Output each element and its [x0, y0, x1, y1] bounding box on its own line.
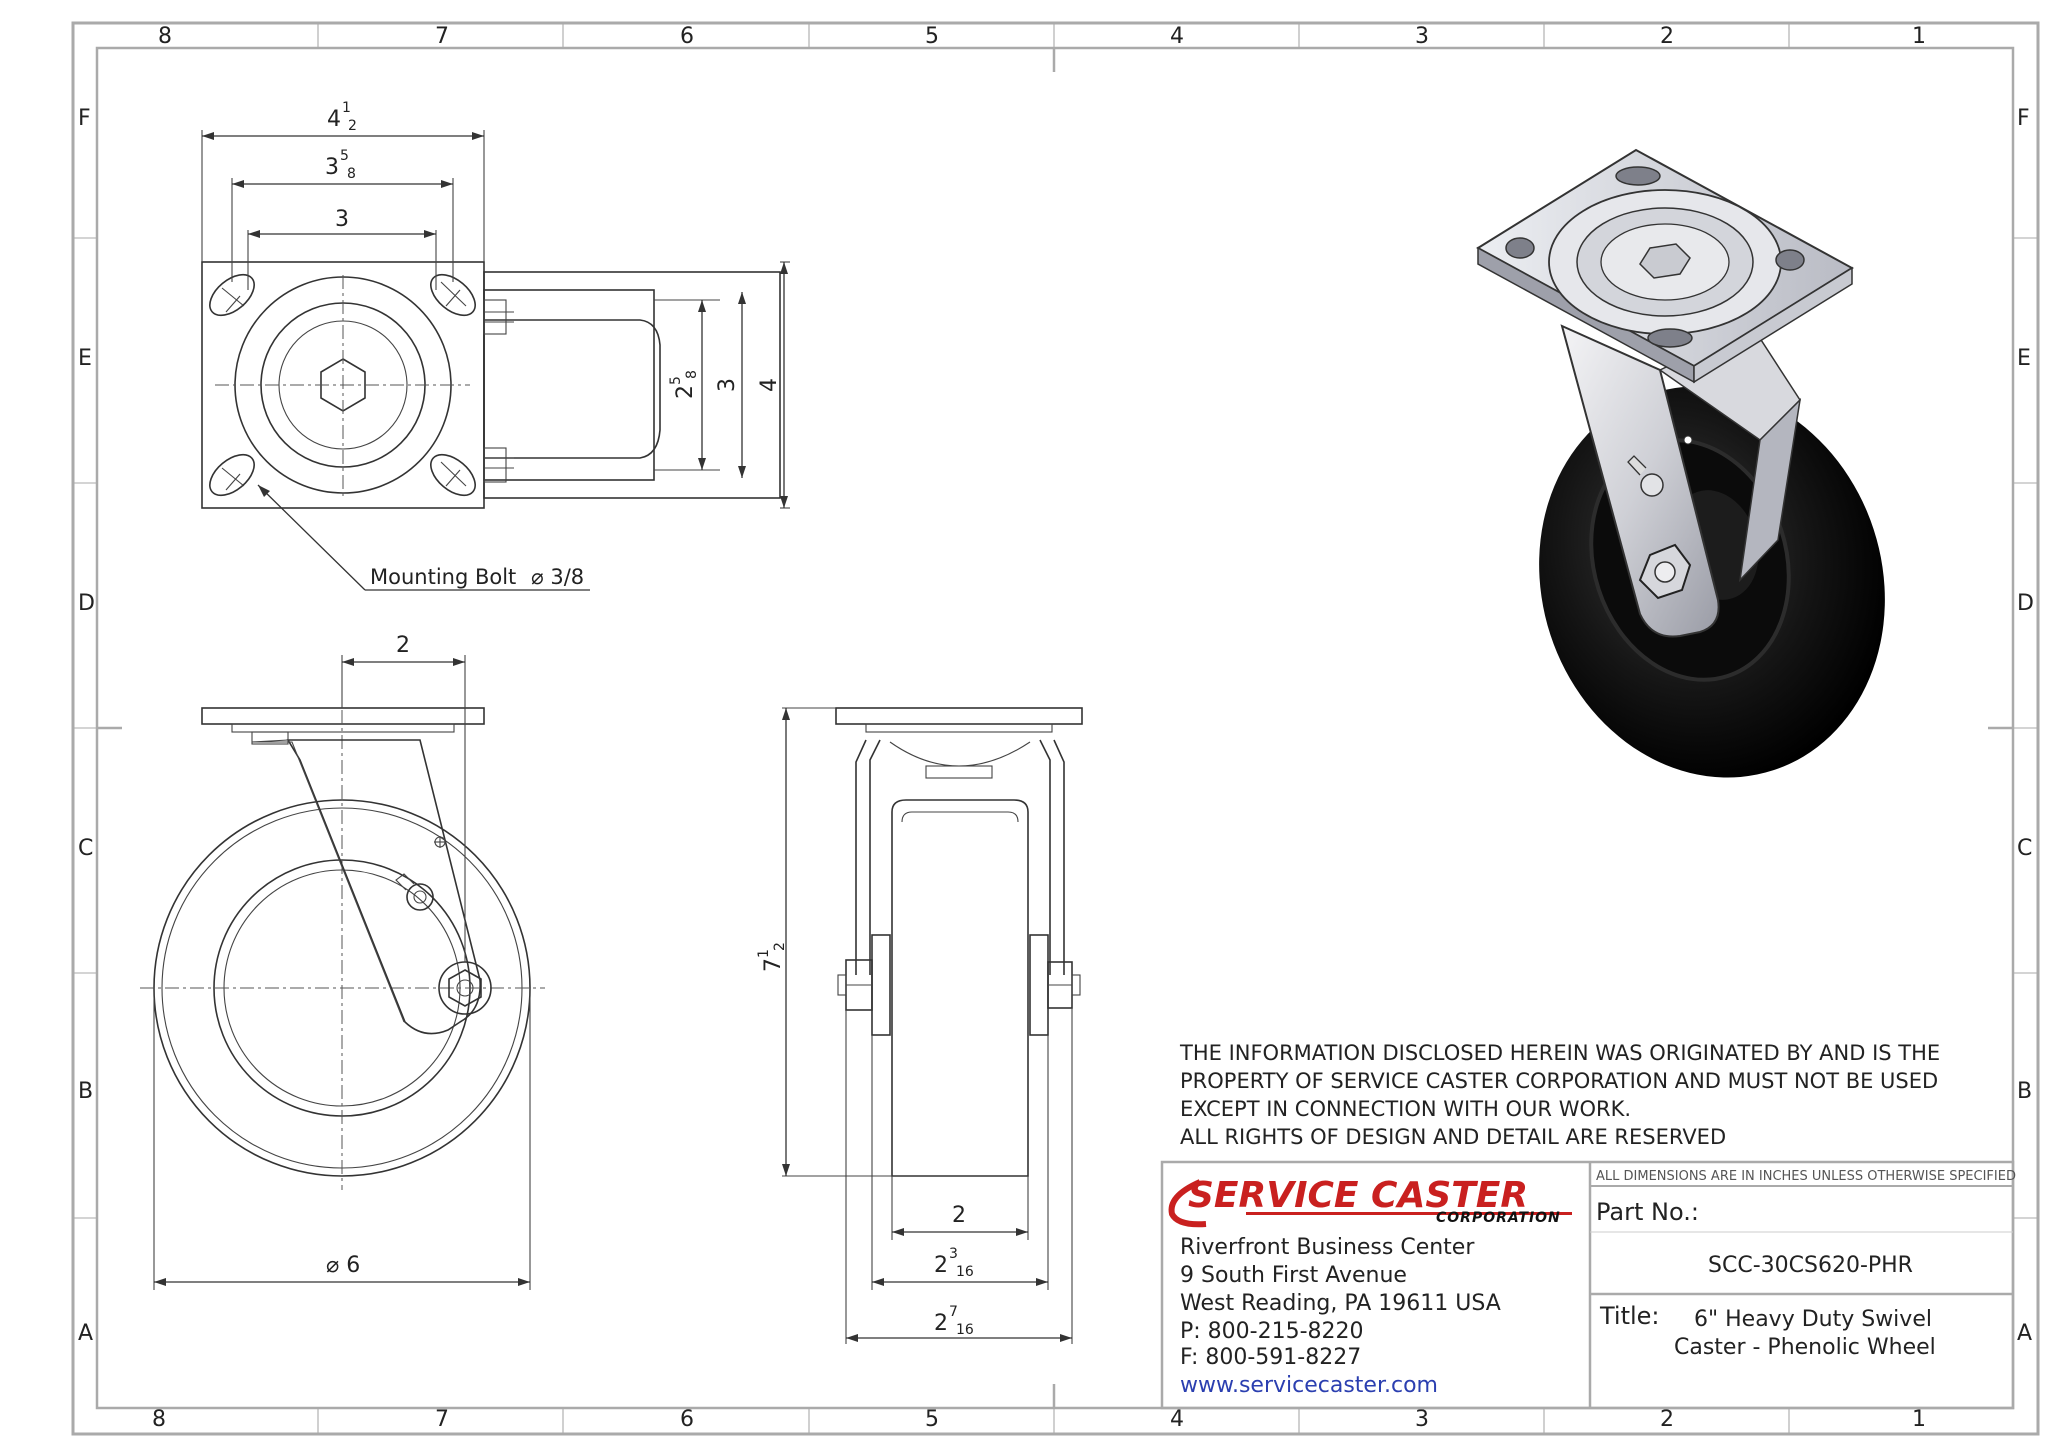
- address-line-1: Riverfront Business Center: [1180, 1235, 1475, 1260]
- dim-offset: 2: [396, 633, 410, 658]
- zone-row-F-right: F: [2017, 106, 2030, 131]
- zone-col-8-top: 8: [158, 24, 172, 49]
- address-line-2: 9 South First Avenue: [1180, 1263, 1407, 1288]
- front-view: 7 1 2 2 2 3 16 2 7 16: [756, 707, 1083, 1344]
- zone-row-B-right: B: [2017, 1079, 2032, 1104]
- dim-bolt-outer-den: 8: [347, 166, 356, 182]
- phone-number: P: 800-215-8220: [1180, 1319, 1364, 1344]
- dim-hub1-den: 16: [956, 1264, 974, 1280]
- zone-col-4-top: 4: [1170, 24, 1184, 49]
- zone-row-D-right: D: [2017, 591, 2034, 616]
- dim-plate-width-whole: 4: [327, 107, 341, 132]
- logo-brand-main: SERVICE CASTER: [1188, 1175, 1528, 1216]
- title-line-1: 6" Heavy Duty Swivel: [1694, 1307, 1932, 1332]
- logo-brand-sub: CORPORATION: [1436, 1210, 1561, 1226]
- dim-frame-inner-whole: 2: [673, 385, 698, 399]
- zone-row-E-right: E: [2017, 346, 2031, 371]
- dim-frame-3: 3: [715, 378, 740, 392]
- dim-plate-width-num: 1: [342, 100, 351, 116]
- dim-bolt-outer-num: 5: [340, 148, 349, 164]
- zone-row-F-left: F: [78, 106, 91, 131]
- zone-row-D-left: D: [78, 591, 95, 616]
- zone-row-C-right: C: [2017, 836, 2032, 861]
- fax-number: F: 800-591-8227: [1180, 1345, 1361, 1370]
- zone-row-A-left: A: [78, 1321, 93, 1346]
- dim-hub2-num: 7: [949, 1304, 958, 1320]
- dim-hub2-den: 16: [956, 1322, 974, 1338]
- dim-hub2-whole: 2: [934, 1311, 948, 1336]
- disclaimer: THE INFORMATION DISCLOSED HEREIN WAS ORI…: [1179, 1041, 1940, 1149]
- dim-height-den: 2: [772, 942, 788, 951]
- dim-frame-inner-den: 8: [684, 370, 700, 379]
- address-line-3: West Reading, PA 19611 USA: [1180, 1291, 1501, 1316]
- zone-col-3-bottom: 3: [1415, 1407, 1429, 1432]
- part-no-label: Part No.:: [1596, 1198, 1699, 1226]
- units-note: ALL DIMENSIONS ARE IN INCHES UNLESS OTHE…: [1596, 1169, 2016, 1184]
- zone-row-E-left: E: [78, 346, 92, 371]
- dim-wheel-diameter: ⌀ 6: [326, 1253, 360, 1278]
- zone-row-C-left: C: [78, 836, 93, 861]
- dim-tread: 2: [952, 1203, 966, 1228]
- mounting-bolt-diameter-symbol: ⌀: [531, 565, 544, 589]
- zone-col-6-bottom: 6: [680, 1407, 694, 1432]
- disclaimer-line-2: PROPERTY OF SERVICE CASTER CORPORATION A…: [1180, 1069, 1938, 1093]
- title-label: Title:: [1599, 1302, 1660, 1330]
- dim-bolt-outer-whole: 3: [325, 155, 339, 180]
- dim-plate-height: 4: [757, 378, 782, 392]
- dim-height-whole: 7: [761, 958, 786, 972]
- zone-col-7-bottom: 7: [435, 1407, 449, 1432]
- zone-row-B-left: B: [78, 1079, 93, 1104]
- dim-hub1-whole: 2: [934, 1253, 948, 1278]
- mounting-bolt-text: Mounting Bolt: [370, 565, 516, 589]
- side-view: 2 ⌀ 6: [140, 633, 545, 1290]
- mounting-bolt-size: 3/8: [550, 565, 584, 589]
- dim-plate-width-den: 2: [348, 118, 357, 134]
- website-link[interactable]: www.servicecaster.com: [1180, 1373, 1438, 1398]
- zone-col-2-top: 2: [1660, 24, 1674, 49]
- dim-wheel-diameter-value: 6: [346, 1253, 360, 1278]
- dim-wheel-diameter-symbol: ⌀: [326, 1253, 339, 1278]
- title-line-2: Caster - Phenolic Wheel: [1674, 1335, 1936, 1360]
- company-logo: SERVICE CASTER CORPORATION: [1168, 1175, 1572, 1228]
- mounting-bolt-label: Mounting Bolt ⌀ 3/8: [370, 565, 584, 589]
- zone-col-1-top: 1: [1912, 24, 1926, 49]
- part-no-value: SCC-30CS620-PHR: [1708, 1253, 1913, 1278]
- zone-col-7-top: 7: [435, 24, 449, 49]
- zone-col-3-top: 3: [1415, 24, 1429, 49]
- zone-col-5-top: 5: [925, 24, 939, 49]
- disclaimer-line-4: ALL RIGHTS OF DESIGN AND DETAIL ARE RESE…: [1180, 1125, 1726, 1149]
- zone-col-2-bottom: 2: [1660, 1407, 1674, 1432]
- dim-hub1-num: 3: [949, 1246, 958, 1262]
- caster-isometric-render: [1476, 148, 1885, 778]
- zone-col-1-bottom: 1: [1912, 1407, 1926, 1432]
- zone-col-6-top: 6: [680, 24, 694, 49]
- zone-labels: 8 7 6 5 4 3 2 1 8 7 6 5 4 3 2 1 F E D C …: [78, 24, 2034, 1432]
- zone-col-5-bottom: 5: [925, 1407, 939, 1432]
- sheet-border: [71, 21, 2040, 1436]
- top-view: 4 1 2 3 5 8 3 2 5 8 3 4 Mounting Bolt ⌀ …: [201, 100, 790, 591]
- dim-height-num: 1: [756, 949, 772, 958]
- zone-col-4-bottom: 4: [1170, 1407, 1184, 1432]
- dim-bolt-inner: 3: [335, 207, 349, 232]
- dim-frame-inner-num: 5: [668, 376, 684, 385]
- zone-col-8-bottom: 8: [152, 1407, 166, 1432]
- disclaimer-line-1: THE INFORMATION DISCLOSED HEREIN WAS ORI…: [1179, 1041, 1940, 1065]
- zone-row-A-right: A: [2017, 1321, 2032, 1346]
- disclaimer-line-3: EXCEPT IN CONNECTION WITH OUR WORK.: [1180, 1097, 1631, 1121]
- title-block: SERVICE CASTER CORPORATION Riverfront Bu…: [1160, 1160, 2016, 1410]
